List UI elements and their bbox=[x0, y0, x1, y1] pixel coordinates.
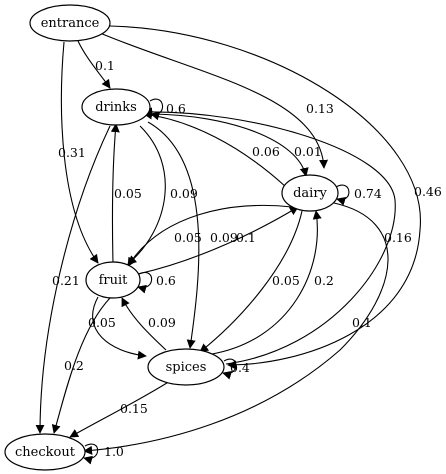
edge-entrance-spices bbox=[109, 25, 421, 370]
edge-label-spices-drinks: 0.16 bbox=[384, 230, 412, 245]
edge-label-entrance-dairy: 0.13 bbox=[306, 101, 334, 116]
edge-spices-dairy bbox=[211, 210, 322, 355]
edge-fruit-spices bbox=[92, 296, 147, 360]
edge-label-drinks-drinks: 0.6 bbox=[166, 101, 186, 116]
node-dairy-label: dairy bbox=[293, 186, 327, 201]
edges: 0.1 0.13 0.31 0.46 0.6 0.01 0.09 0.09 0.… bbox=[35, 25, 442, 465]
edge-label-dairy-checkout: 0.1 bbox=[352, 315, 372, 330]
edge-dairy-checkout bbox=[83, 202, 389, 455]
edge-drinks-spices bbox=[147, 121, 200, 349]
edge-label-drinks-fruit: 0.09 bbox=[170, 186, 198, 201]
edge-fruit-drinks bbox=[110, 123, 120, 264]
edge-label-drinks-spices: 0.09 bbox=[210, 230, 238, 245]
node-checkout-label: checkout bbox=[15, 445, 76, 460]
node-spices[interactable]: spices bbox=[147, 348, 225, 386]
edge-drinks-fruit bbox=[127, 125, 166, 265]
edge-label-fruit-drinks: 0.05 bbox=[114, 186, 142, 201]
node-entrance-shape bbox=[29, 4, 111, 42]
edge-drinks-dairy bbox=[151, 113, 309, 177]
edge-label-entrance-spices: 0.46 bbox=[414, 184, 442, 199]
nodes: entrance drinks dairy fruit spices check… bbox=[4, 4, 339, 471]
edge-drinks-checkout bbox=[35, 125, 111, 434]
edge-label-fruit-fruit: 0.6 bbox=[156, 273, 176, 288]
node-drinks[interactable]: drinks bbox=[81, 88, 151, 126]
node-dairy[interactable]: dairy bbox=[281, 174, 339, 212]
edge-dairy-drinks bbox=[143, 110, 287, 188]
edge-entrance-drinks bbox=[77, 40, 111, 89]
node-entrance[interactable]: entrance bbox=[29, 4, 111, 42]
node-drinks-label: drinks bbox=[95, 100, 137, 115]
edge-label-dairy-spices: 0.05 bbox=[272, 273, 300, 288]
node-fruit-label: fruit bbox=[99, 273, 129, 288]
node-fruit[interactable]: fruit bbox=[85, 261, 141, 299]
edge-label-drinks-checkout: 0.21 bbox=[52, 273, 80, 288]
node-dairy-shape bbox=[281, 174, 339, 212]
edge-checkout-checkout bbox=[83, 443, 99, 465]
node-entrance-label: entrance bbox=[41, 16, 100, 31]
edge-fruit-checkout bbox=[51, 297, 111, 434]
edge-label-dairy-fruit: 0.05 bbox=[174, 230, 202, 245]
edge-label-spices-spices: 0.4 bbox=[230, 360, 250, 375]
edge-label-checkout-checkout: 1.0 bbox=[104, 444, 124, 459]
node-drinks-shape bbox=[81, 88, 151, 126]
edge-fruit-dairy bbox=[137, 206, 299, 275]
edge-dairy-spices bbox=[199, 210, 303, 353]
edge-label-dairy-drinks: 0.06 bbox=[252, 144, 280, 159]
edge-spices-spices bbox=[222, 358, 237, 380]
edge-label-spices-fruit: 0.09 bbox=[148, 315, 176, 330]
edge-spices-drinks bbox=[143, 107, 396, 365]
edge-label-spices-checkout: 0.15 bbox=[120, 401, 148, 416]
edge-label-entrance-drinks: 0.1 bbox=[95, 58, 115, 73]
edge-fruit-fruit bbox=[137, 271, 153, 294]
node-spices-shape bbox=[147, 348, 225, 386]
edge-label-fruit-checkout: 0.2 bbox=[64, 358, 84, 373]
node-checkout[interactable]: checkout bbox=[4, 433, 86, 471]
edge-dairy-fruit bbox=[127, 204, 293, 267]
edge-dairy-dairy bbox=[335, 184, 350, 206]
edge-label-fruit-dairy: 0.1 bbox=[236, 230, 256, 245]
edge-label-spices-dairy: 0.2 bbox=[314, 273, 334, 288]
node-fruit-shape bbox=[85, 261, 141, 299]
edge-entrance-dairy bbox=[99, 32, 329, 169]
edge-label-dairy-dairy: 0.74 bbox=[354, 186, 382, 201]
edge-label-entrance-fruit: 0.31 bbox=[58, 145, 86, 160]
edge-entrance-fruit bbox=[60, 41, 99, 264]
node-checkout-shape bbox=[4, 433, 86, 471]
node-spices-label: spices bbox=[166, 360, 207, 375]
edge-spices-checkout bbox=[69, 380, 171, 438]
edge-spices-fruit bbox=[121, 297, 167, 351]
edge-label-drinks-dairy: 0.01 bbox=[294, 144, 322, 159]
